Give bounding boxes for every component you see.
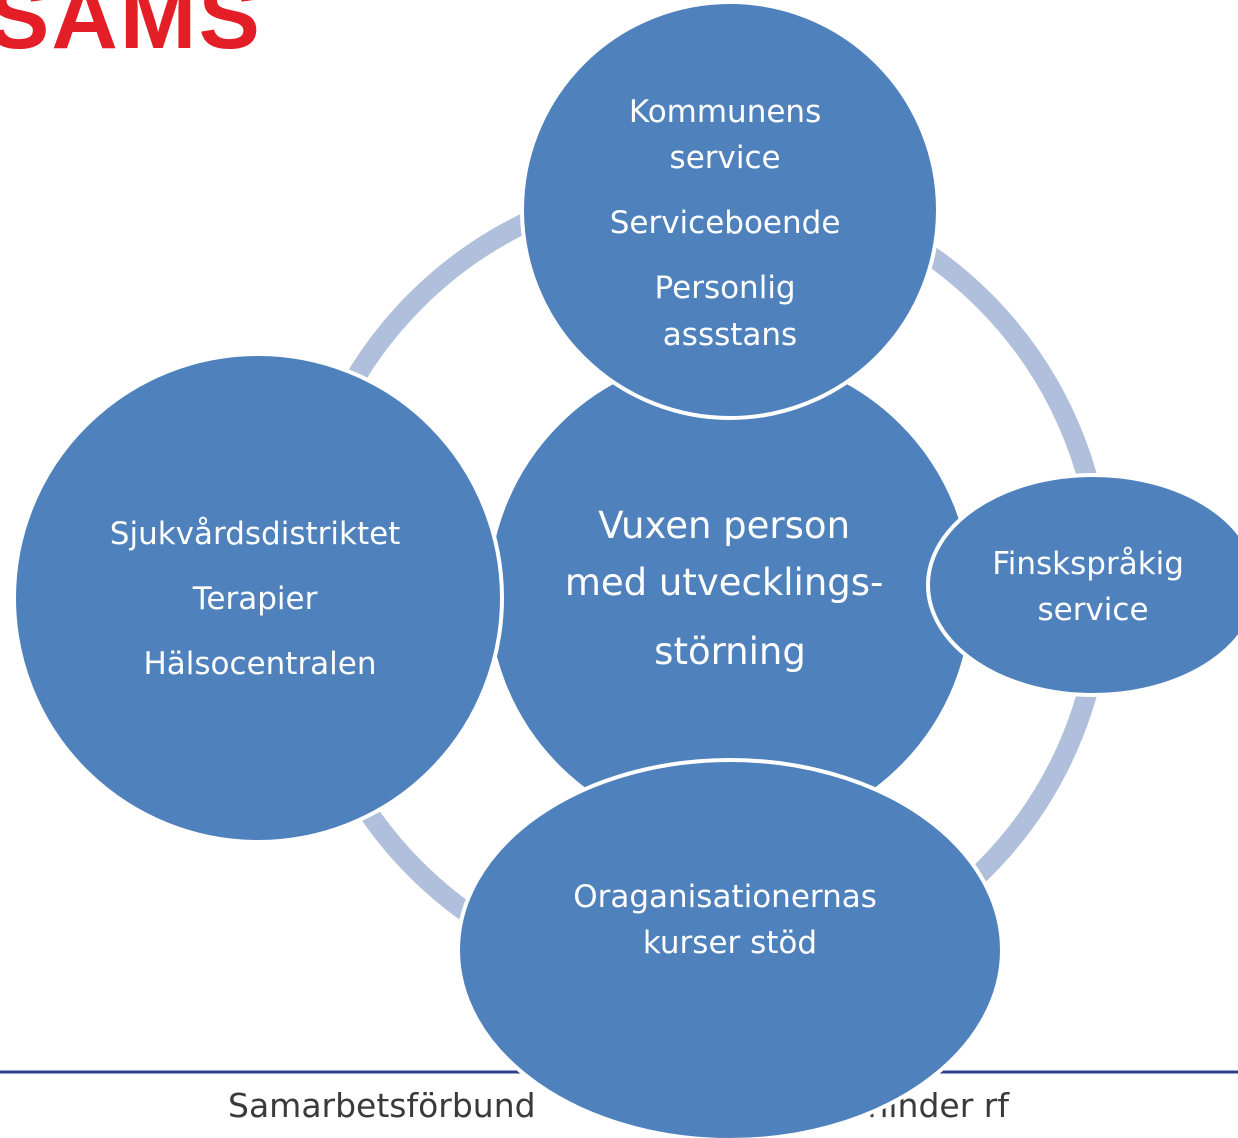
center-line: störning bbox=[654, 630, 806, 673]
node-top-line: service bbox=[670, 140, 781, 176]
node-bottom-line: Oraganisationernas bbox=[573, 879, 877, 915]
center-line: med utvecklings- bbox=[565, 561, 884, 604]
node-kommunens-service: Kommunens service Serviceboende Personli… bbox=[520, 0, 940, 420]
node-bottom-circle bbox=[456, 758, 1004, 1138]
node-left-line: Terapier bbox=[192, 581, 318, 617]
center-label: Vuxen person med utvecklings- störning bbox=[565, 504, 895, 673]
node-bottom-label: Oraganisationernas kurser stöd bbox=[573, 879, 887, 961]
center-node: Vuxen person med utvecklings- störning bbox=[485, 350, 975, 840]
node-right-line: Finskspråkig bbox=[992, 546, 1184, 582]
node-organisationernas-kurser: Oraganisationernas kurser stöd bbox=[456, 758, 1004, 1138]
node-left-line: Hälsocentralen bbox=[143, 646, 376, 682]
node-top-line: Personlig bbox=[655, 270, 796, 306]
node-sjukvardsdistriktet: Sjukvårdsdistriktet Terapier Hälsocentra… bbox=[12, 352, 504, 844]
node-bottom-line: kurser stöd bbox=[643, 925, 817, 961]
center-line: Vuxen person bbox=[598, 504, 850, 547]
sams-logo: SAMS bbox=[0, 0, 262, 68]
node-top-line: Kommunens bbox=[629, 94, 821, 130]
footer-text-left: Samarbetsförbund bbox=[228, 1086, 536, 1125]
node-right-label: Finskspråkig service bbox=[992, 546, 1194, 628]
node-top-line: Serviceboende bbox=[610, 205, 841, 241]
node-top-label: Kommunens service Serviceboende Personli… bbox=[610, 94, 851, 353]
node-right-line: service bbox=[1037, 592, 1148, 628]
node-left-label: Sjukvårdsdistriktet Terapier Hälsocentra… bbox=[110, 516, 410, 682]
node-finsksprakig-service: Finskspråkig service bbox=[926, 473, 1238, 697]
node-top-circle bbox=[520, 0, 940, 420]
node-right-circle bbox=[926, 473, 1238, 697]
node-left-line: Sjukvårdsdistriktet bbox=[110, 516, 401, 552]
node-top-line: assstans bbox=[663, 317, 797, 353]
node-left-circle bbox=[12, 352, 504, 844]
